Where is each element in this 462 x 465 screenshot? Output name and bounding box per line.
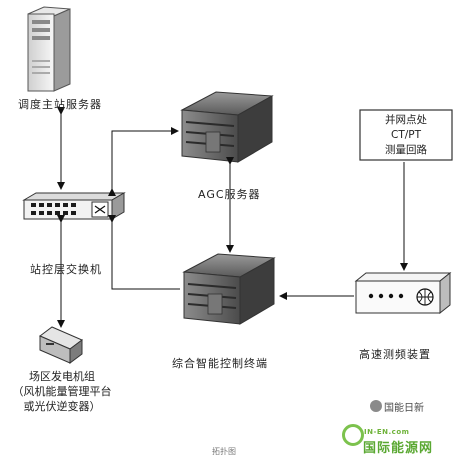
field-unit-icon	[39, 326, 83, 364]
agc-server-icon	[180, 91, 274, 163]
pcc-box-text: 并网点处 CT/PT 测量回路	[362, 113, 450, 157]
field-units-line-3: 或光伏逆变器）	[23, 400, 101, 413]
controller-label: 综合智能控制终端	[172, 357, 268, 370]
switch-icon	[22, 192, 126, 220]
pcc-line-3: 测量回路	[385, 144, 427, 156]
in-en-logo-icon	[342, 424, 364, 446]
site-name-watermark: 国际能源网	[363, 441, 434, 456]
dispatch-server-label: 调度主站服务器	[18, 98, 102, 111]
agc-server-label: AGC服务器	[198, 188, 261, 201]
wechat-icon	[370, 400, 382, 412]
field-units-line-2: （风机能量管理平台	[12, 385, 112, 398]
field-units-line-1: 场区发电机组	[29, 370, 95, 383]
figure-caption: 拓扑图	[212, 447, 236, 456]
freq-device-label: 高速测频装置	[359, 348, 431, 361]
wechat-watermark: 国能日新	[384, 403, 424, 414]
field-units-label: 场区发电机组 （风机能量管理平台 或光伏逆变器）	[6, 369, 118, 414]
site-url-watermark: IN-EN.com	[364, 428, 410, 436]
pcc-line-1: 并网点处	[385, 114, 427, 126]
pcc-line-2: CT/PT	[390, 129, 422, 141]
controller-icon	[182, 253, 276, 325]
connectors	[57, 107, 408, 328]
dispatch-server-icon	[27, 6, 71, 92]
switch-label: 站控层交换机	[30, 263, 102, 276]
freq-device-icon	[354, 271, 452, 315]
pcc-measure-box	[359, 109, 453, 161]
